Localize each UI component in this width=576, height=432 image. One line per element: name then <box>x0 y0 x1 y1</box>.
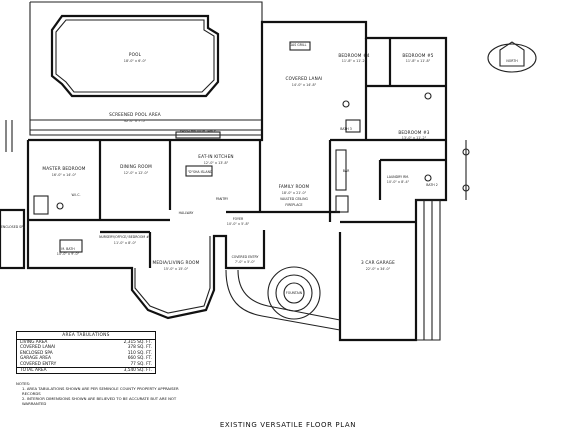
fireplace-label: FIREPLACE <box>285 203 302 207</box>
note-item: 2. INTERIOR DIMENSIONS SHOWN ARE BELIEVE… <box>22 396 177 406</box>
side-markers <box>462 140 470 200</box>
bedroom4-label: BEDROOM #4 <box>338 53 369 58</box>
bedroom5-dim: 11'-8" x 11'-8" <box>406 59 431 63</box>
house-walls <box>26 20 448 342</box>
covered-lanai-label: COVERED LANAI <box>286 76 323 81</box>
area-row-label: ENCLOSED SPA <box>20 350 53 356</box>
north-arrow <box>487 41 537 73</box>
notes: NOTES: 1. AREA TABULATIONS SHOWN ARE PER… <box>16 381 196 406</box>
area-row: COVERED ENTRY 77 SQ. FT. <box>17 362 155 367</box>
pool <box>50 14 220 98</box>
hall-label: HALLWAY <box>179 211 194 215</box>
covered-lanai-dim: 14'-0" x 14'-8" <box>292 83 317 87</box>
bath2-label: BATH 2 <box>426 183 438 187</box>
area-tabulations-table: AREA TABULATIONS LIVING AREA 2,315 SQ. F… <box>16 331 156 375</box>
plan-title: EXISTING VERSATILE FLOOR PLAN <box>219 421 357 429</box>
area-row-value: 77 SQ. FT. <box>130 361 152 367</box>
covered-entry-dim: 7'-0" x 5'-0" <box>235 260 256 264</box>
foyer-label: FOYER <box>233 217 244 221</box>
wic-label: W.I.C. <box>72 193 81 197</box>
master-bedroom-label: MASTER BEDROOM <box>42 166 85 171</box>
area-row-value: 2,315 SQ. FT. <box>123 340 152 345</box>
screened-pool-dim: 32'-0" x 7'-5" <box>124 119 147 123</box>
area-row: GARAGE AREA 660 SQ. FT. <box>17 356 155 361</box>
area-row: COVERED LANAI 378 SQ. FT. <box>17 345 155 350</box>
bedroom3-label: BEDROOM #3 <box>398 130 429 135</box>
dining-dim: 12'-0" x 12'-0" <box>124 171 149 175</box>
pool-dim: 18'-0" x 6'-0" <box>124 59 147 63</box>
laundry-dim: 10'-0" x 8'-4" <box>387 180 410 184</box>
area-row-value: 378 SQ. FT. <box>127 345 152 351</box>
media-room-bay <box>134 236 211 314</box>
area-row-label: COVERED ENTRY <box>20 361 57 367</box>
enclosed-spa-label: ENCLOSED SPA <box>1 225 26 229</box>
note-item: 1. AREA TABULATIONS SHOWN ARE PER SEMINO… <box>22 386 179 396</box>
garage-apron <box>416 199 441 341</box>
driveway <box>225 266 341 331</box>
area-total-value: 3,540 SQ. FT. <box>123 368 152 374</box>
master-bedroom-dim: 16'-0" x 14'-0" <box>52 173 77 177</box>
area-row-value: 660 SQ. FT. <box>127 356 152 362</box>
pass-through-label: PASS-THROUGH TABLE <box>180 129 216 133</box>
area-row-label: COVERED LANAI <box>20 345 56 351</box>
family-room-label: FAMILY ROOM <box>279 184 310 189</box>
kitchen-label: EAT-IN KITCHEN <box>198 154 234 159</box>
fixtures <box>33 41 432 253</box>
family-room-dim: 18'-0" x 21'-0" <box>282 191 307 195</box>
m-bath-label: M. BATH <box>61 247 75 251</box>
vaulted-label: VAULTED CEILING <box>280 197 309 201</box>
area-total-label: TOTAL AREA <box>20 368 47 374</box>
area-row-label: GARAGE AREA <box>20 356 51 362</box>
laundry-label: LAUNDRY RM. <box>387 175 409 179</box>
area-row-value: 110 SQ. FT. <box>127 350 152 356</box>
fountain-label: FOUNTAIN <box>286 291 303 295</box>
m-bath-dim: 10'-0" x 9'-0" <box>57 252 80 256</box>
island-label: "D"SHA ISLAND <box>188 170 213 174</box>
nursery-dim: 11'-0" x 8'-0" <box>114 241 137 245</box>
notes-heading: NOTES: <box>16 381 31 386</box>
media-dim: 15'-0" x 15'-0" <box>164 267 189 271</box>
gas-grill-label: GAS GRILL <box>290 43 307 47</box>
kitchen-dim: 12'-0" x 13'-8" <box>204 161 229 165</box>
bar-label: BAR <box>343 169 350 173</box>
area-total-row: TOTAL AREA 3,540 SQ. FT. <box>17 367 155 373</box>
enclosed-spa <box>0 120 26 270</box>
area-row: LIVING AREA 2,315 SQ. FT. <box>17 340 155 345</box>
garage-dim: 22'-0" x 34'-0" <box>366 267 391 271</box>
media-label: MEDIA/LIVING ROOM <box>153 260 200 265</box>
north-label: NORTH <box>506 59 518 63</box>
garage-label: 3 CAR GARAGE <box>361 260 395 265</box>
area-table-heading: AREA TABULATIONS <box>17 332 155 340</box>
foyer-dim: 10'-0" x 5'-8" <box>227 222 250 226</box>
nursery-label: NURSERY/OFFICE/ BEDROOM #2 <box>99 235 151 239</box>
area-row-label: LIVING AREA <box>20 340 48 345</box>
dining-label: DINING ROOM <box>120 164 152 169</box>
covered-entry-label: COVERED ENTRY <box>232 255 259 259</box>
bath3-label: BATH 3 <box>340 127 352 131</box>
pool-label: POOL <box>129 52 142 57</box>
bedroom3-dim: 13'-0" x 11'-2" <box>402 136 427 140</box>
screened-pool-label: SCREENED POOL AREA <box>109 112 161 117</box>
bedroom4-dim: 11'-8" x 11'-2" <box>342 59 367 63</box>
area-row: ENCLOSED SPA 110 SQ. FT. <box>17 351 155 356</box>
bedroom5-label: BEDROOM #5 <box>402 53 433 58</box>
pantry-label: PANTRY <box>216 197 228 201</box>
